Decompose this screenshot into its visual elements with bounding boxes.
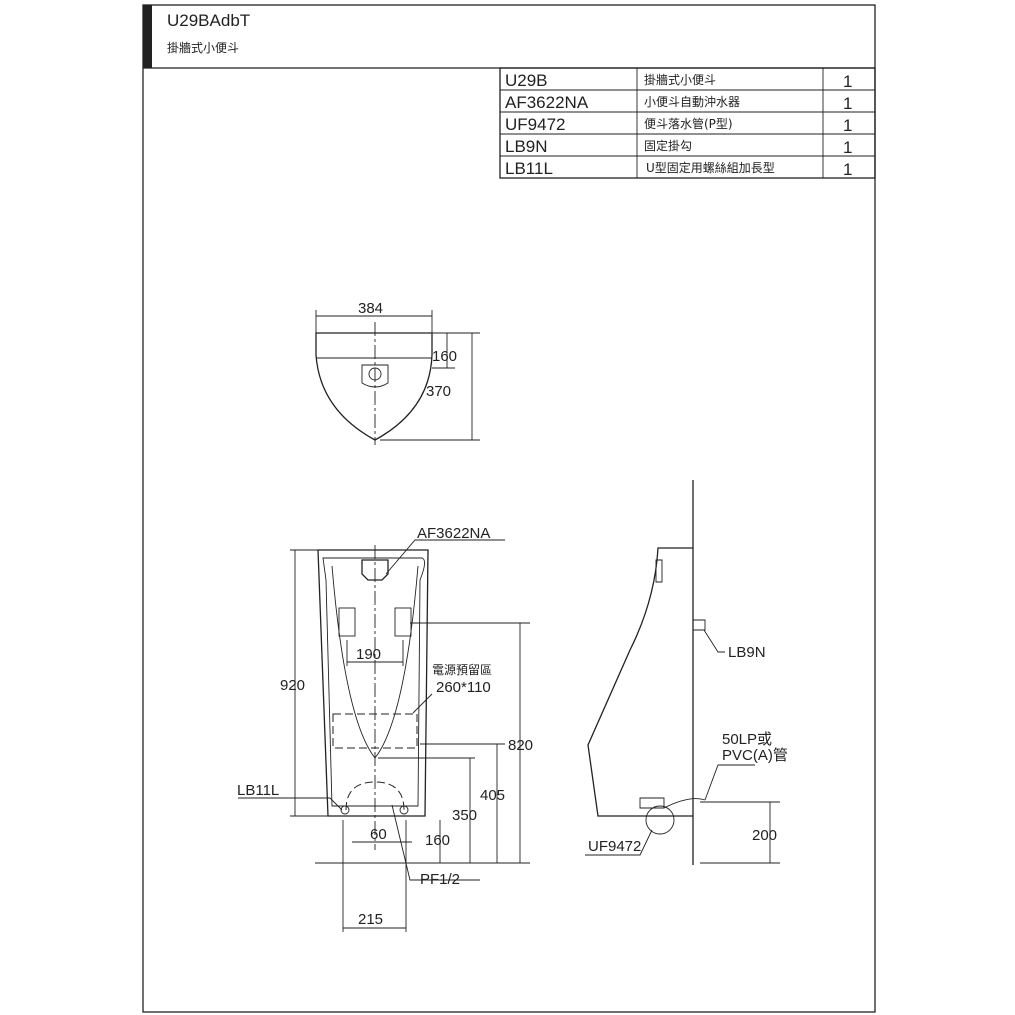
dimension-label: 1: [843, 94, 852, 113]
front-view: AF3622NA 190 920 電源預留區 260*110 820 405 3…: [237, 525, 533, 932]
dimension-label: 160: [425, 832, 450, 849]
dimension-label: 920: [280, 677, 305, 694]
dimension-label: 小便斗自動沖水器: [644, 95, 740, 109]
table-row: UF9472 便斗落水管(P型) 1: [505, 115, 852, 135]
dimension-label: 190: [356, 646, 381, 663]
dimension-label: 160: [432, 348, 457, 365]
dimension-label: 60: [370, 826, 387, 843]
dimension-label: 350: [452, 807, 477, 824]
dimension-label: 1: [843, 72, 852, 91]
product-name: 掛牆式小便斗: [167, 40, 239, 55]
dimension-label: LB9N: [728, 644, 766, 661]
dimension-label: 便斗落水管(P型): [644, 116, 733, 131]
dimension-label: 200: [752, 827, 777, 844]
dimension-label: LB11L: [505, 159, 553, 178]
dimension-label: AF3622NA: [505, 93, 589, 112]
top-view: 384 160 370: [315, 300, 480, 445]
dimension-label: UF9472: [588, 838, 641, 855]
dimension-label: 405: [480, 787, 505, 804]
dimension-label: 215: [358, 911, 383, 928]
dimension-label: 1: [843, 116, 852, 135]
parts-table: U29B 掛牆式小便斗 1 AF3622NA 小便斗自動沖水器 1 UF9472 便斗落水…: [499, 67, 876, 179]
table-row: AF3622NA 小便斗自動沖水器 1: [505, 93, 852, 113]
dimension-label: 50LP或: [722, 731, 772, 748]
dimension-label: 電源預留區: [432, 663, 492, 677]
dimension-label: LB11L: [237, 782, 279, 799]
dimension-label: 固定掛勾: [644, 138, 692, 153]
dimension-label: 384: [358, 300, 383, 317]
table-row: U29B 掛牆式小便斗 1: [505, 71, 852, 91]
model-number: U29BAdbT: [167, 11, 250, 30]
dimension-label: PVC(A)管: [722, 747, 788, 764]
dimension-label: U29B: [505, 71, 548, 90]
header-accent-bar: [143, 5, 152, 68]
dimension-label: 1: [843, 160, 852, 179]
dimension-label: 掛牆式小便斗: [644, 72, 716, 87]
dimension-label: UF9472: [505, 115, 565, 134]
dimension-label: AF3622NA: [417, 525, 490, 542]
dimension-label: 260*110: [436, 679, 491, 696]
dimension-label: PF1/2: [420, 871, 460, 888]
table-row: LB11L U型固定用螺絲組加長型 1: [505, 159, 852, 179]
dimension-label: 370: [426, 383, 451, 400]
dimension-label: U型固定用螺絲組加長型: [646, 160, 775, 175]
sheet-border: [142, 4, 876, 1013]
table-row: LB9N 固定掛勾 1: [505, 137, 852, 157]
side-view: LB9N 50LP或 PVC(A)管 UF9472 200: [585, 480, 788, 865]
dimension-label: 1: [843, 138, 852, 157]
dimension-label: LB9N: [505, 137, 548, 156]
dimension-label: 820: [508, 737, 533, 754]
